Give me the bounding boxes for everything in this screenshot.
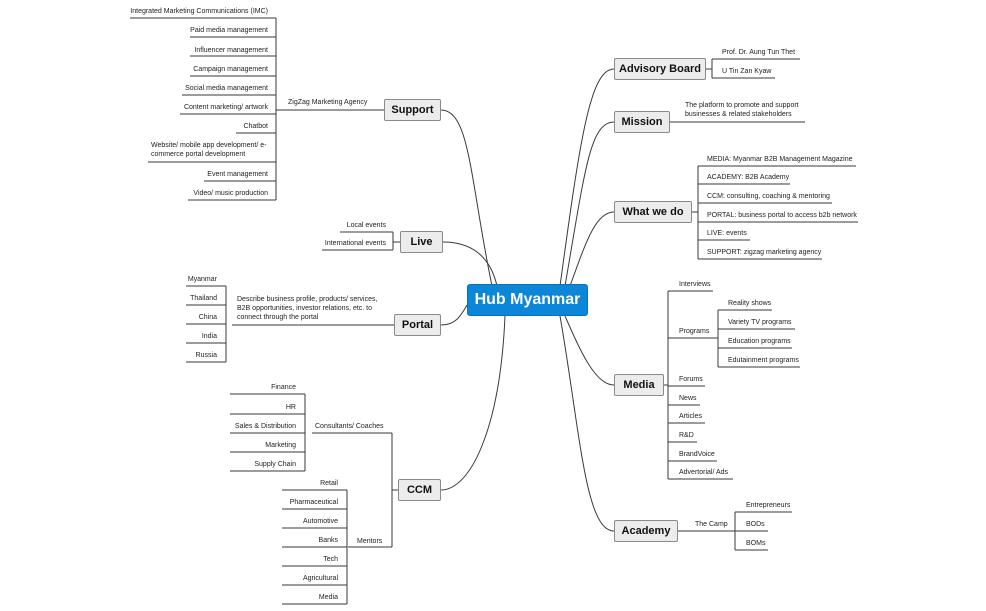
consultant-item[interactable]: Sales & Distribution (234, 423, 296, 430)
branch-academy[interactable]: Academy (614, 520, 678, 542)
program-item[interactable]: Variety TV programs (728, 319, 792, 326)
mentor-item[interactable]: Tech (323, 556, 338, 563)
media-interviews[interactable]: Interviews (679, 281, 711, 288)
media-item[interactable]: Forums (679, 376, 703, 383)
mentor-item[interactable]: Retail (320, 480, 338, 487)
connector-media (564, 315, 615, 386)
consultant-item[interactable]: Marketing (265, 442, 296, 449)
consultant-item[interactable]: Finance (271, 384, 296, 391)
support-item[interactable]: Website/ mobile app development/ e-comme… (151, 142, 267, 158)
branch-portal[interactable]: Portal (394, 314, 441, 336)
branch-live[interactable]: Live (400, 231, 443, 253)
media-item[interactable]: R&D (679, 432, 694, 439)
media-item[interactable]: Advertorial/ Ads (679, 469, 729, 476)
connector-academy (559, 315, 615, 532)
academy-item[interactable]: BODs (746, 521, 765, 528)
portal-country[interactable]: China (198, 314, 217, 321)
support-item[interactable]: Campaign management (193, 66, 268, 73)
branch-ccm[interactable]: CCM (398, 479, 441, 501)
branch-what-we-do[interactable]: What we do (614, 201, 692, 223)
mentor-item[interactable]: Automotive (302, 518, 338, 525)
academy-item[interactable]: BOMs (746, 540, 766, 547)
mentor-item[interactable]: Banks (318, 537, 338, 544)
connector-live (442, 241, 498, 287)
program-item[interactable]: Education programs (728, 338, 791, 345)
academy-camp[interactable]: The Camp (695, 521, 728, 528)
what-item[interactable]: CCM: consulting, coaching & mentoring (707, 193, 830, 200)
what-item[interactable]: LIVE: events (707, 230, 747, 237)
connector-mission (564, 121, 615, 287)
central-topic[interactable]: Hub Myanmar (467, 284, 588, 316)
support-agency-label[interactable]: ZigZag Marketing Agency (288, 99, 368, 106)
advisor-item[interactable]: Prof. Dr. Aung Tun Thet (722, 49, 796, 56)
mentor-item[interactable]: Pharmaceutical (289, 499, 338, 506)
what-item[interactable]: PORTAL: business portal to access b2b ne… (707, 212, 857, 219)
what-item[interactable]: MEDIA: Myanmar B2B Management Magazine (707, 156, 853, 163)
ccm-mentors-label[interactable]: Mentors (357, 538, 383, 545)
program-item[interactable]: Edutainment programs (728, 357, 799, 364)
mission-text[interactable]: The platform to promote and support busi… (685, 102, 799, 118)
mentor-item[interactable]: Agricultural (302, 575, 338, 582)
connector-ccm (440, 315, 506, 491)
support-item[interactable]: Social media management (185, 85, 268, 92)
support-item[interactable]: Influencer management (194, 47, 268, 54)
consultant-item[interactable]: HR (285, 404, 296, 411)
what-item[interactable]: SUPPORT: zigzag marketing agency (707, 249, 822, 256)
connector-support (440, 109, 493, 287)
live-item[interactable]: Local events (346, 222, 386, 229)
media-item[interactable]: BrandVoice (679, 451, 715, 458)
support-item[interactable]: Paid media management (190, 27, 268, 34)
support-item[interactable]: Chatbot (243, 123, 268, 130)
portal-country[interactable]: Myanmar (187, 276, 217, 283)
portal-country[interactable]: Russia (195, 352, 217, 359)
media-item[interactable]: News (679, 395, 697, 402)
what-item[interactable]: ACADEMY: B2B Academy (707, 174, 790, 181)
connector-what (569, 211, 615, 287)
connector-advisory (559, 68, 615, 287)
branch-advisory-board[interactable]: Advisory Board (614, 58, 706, 80)
ccm-consultants-label[interactable]: Consultants/ Coaches (315, 423, 384, 430)
support-item[interactable]: Integrated Marketing Communications (IMC… (130, 8, 268, 15)
support-item[interactable]: Content marketing/ artwork (183, 104, 268, 111)
program-item[interactable]: Reality shows (728, 300, 772, 307)
support-item[interactable]: Video/ music production (193, 190, 268, 197)
portal-country[interactable]: India (201, 333, 217, 340)
consultant-item[interactable]: Supply Chain (254, 461, 296, 468)
media-programs[interactable]: Programs (679, 328, 710, 335)
live-item[interactable]: International events (324, 240, 386, 247)
branch-mission[interactable]: Mission (614, 111, 670, 133)
connector-portal (440, 299, 471, 326)
portal-description[interactable]: Describe business profile, products/ ser… (237, 296, 378, 321)
academy-item[interactable]: Entrepreneurs (746, 502, 791, 509)
media-item[interactable]: Articles (679, 413, 702, 420)
branch-support[interactable]: Support (384, 99, 441, 121)
portal-country[interactable]: Thailand (190, 295, 217, 302)
advisor-item[interactable]: U Tin Zan Kyaw (722, 68, 772, 75)
branch-media[interactable]: Media (614, 374, 664, 396)
mentor-item[interactable]: Media (318, 594, 338, 601)
support-item[interactable]: Event management (207, 171, 268, 178)
